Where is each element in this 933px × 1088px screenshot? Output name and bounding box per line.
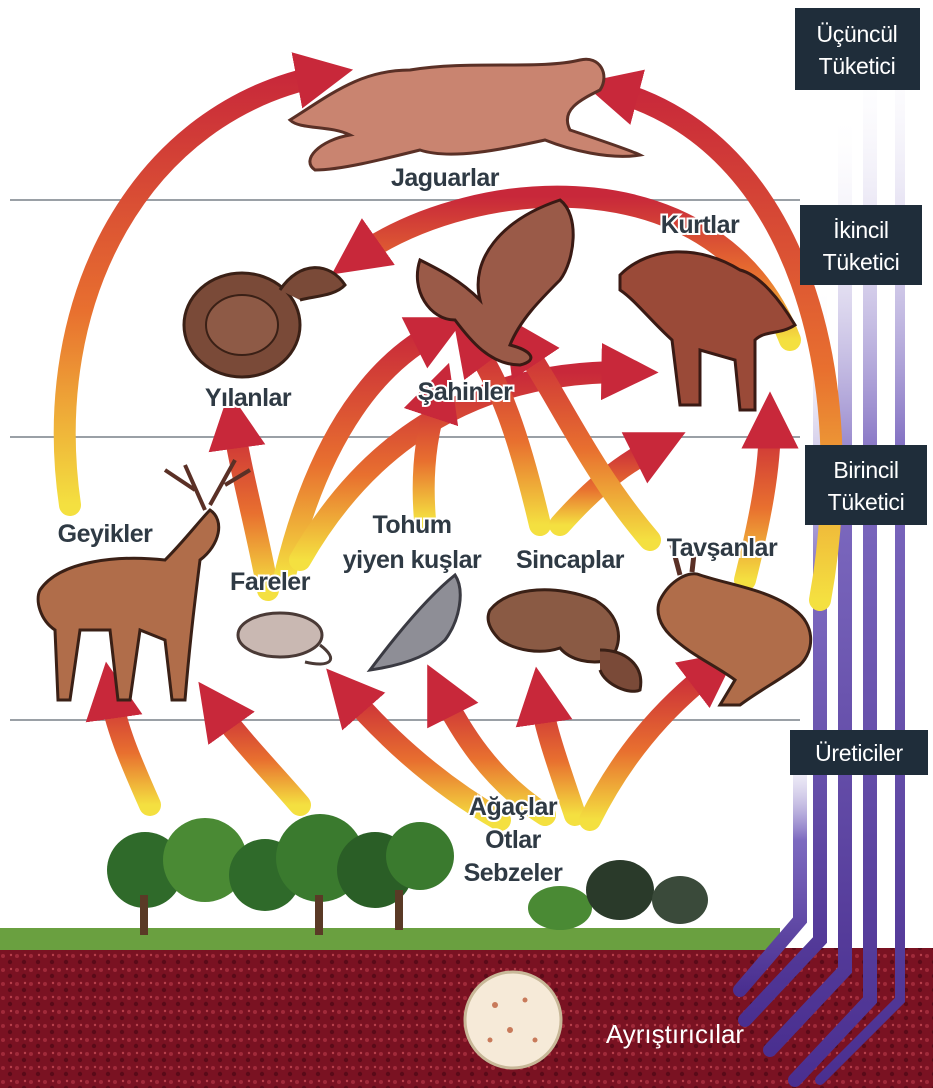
label-plants-trees: Ağaçlar: [469, 793, 558, 821]
decomposer-circle: [465, 972, 561, 1068]
rabbit-illustration: [658, 545, 811, 705]
tier-primary-line1: Birincil: [833, 457, 898, 483]
label-wolves: Kurtlar: [661, 211, 740, 239]
squirrel-illustration: [488, 590, 641, 692]
tier-primary: Birincil Tüketici: [805, 445, 927, 525]
seed-bird-illustration: [370, 575, 460, 670]
label-seed-birds-2: yiyen kuşlar: [343, 546, 482, 574]
tier-tertiary-line1: Üçüncül: [817, 21, 898, 47]
arrow-mice-to-snakes: [233, 420, 268, 590]
label-snakes: Yılanlar: [205, 384, 292, 412]
tier-producers-label: Üreticiler: [815, 740, 903, 766]
tier-secondary-line1: İkincil: [833, 217, 888, 243]
label-rabbits: Tavşanlar: [667, 534, 778, 562]
label-jaguars: Jaguarlar: [391, 164, 500, 192]
mouse-illustration: [238, 613, 331, 664]
jaguar-illustration: [290, 59, 640, 170]
arrow-birds-to-hawks: [424, 390, 440, 520]
arrow-plants-to-deer: [110, 690, 150, 805]
trees-illustration: [107, 814, 454, 935]
label-decomposers: Ayrıştırıcılar: [606, 1019, 745, 1049]
label-mice: Fareler: [230, 568, 311, 596]
arrow-plants-to-rabbits: [590, 668, 715, 820]
tier-tertiary: Üçüncül Tüketici: [795, 8, 920, 90]
tier-secondary-line2: Tüketici: [823, 249, 900, 275]
tier-primary-line2: Tüketici: [828, 489, 905, 515]
tier-tertiary-line2: Tüketici: [819, 53, 896, 79]
label-plants-vegetables: Sebzeler: [464, 859, 564, 887]
label-seed-birds-1: Tohum: [373, 511, 452, 539]
tier-secondary: İkincil Tüketici: [800, 205, 922, 285]
tier-producers: Üreticiler: [790, 730, 928, 775]
wolf-illustration: [620, 252, 795, 410]
label-hawks: Şahinler: [418, 378, 513, 406]
label-plants-grasses: Otlar: [485, 826, 542, 854]
snake-illustration: [184, 268, 345, 377]
label-deer: Geyikler: [58, 520, 153, 548]
label-squirrels: Sincaplar: [516, 546, 625, 574]
grass-strip: [0, 928, 780, 950]
